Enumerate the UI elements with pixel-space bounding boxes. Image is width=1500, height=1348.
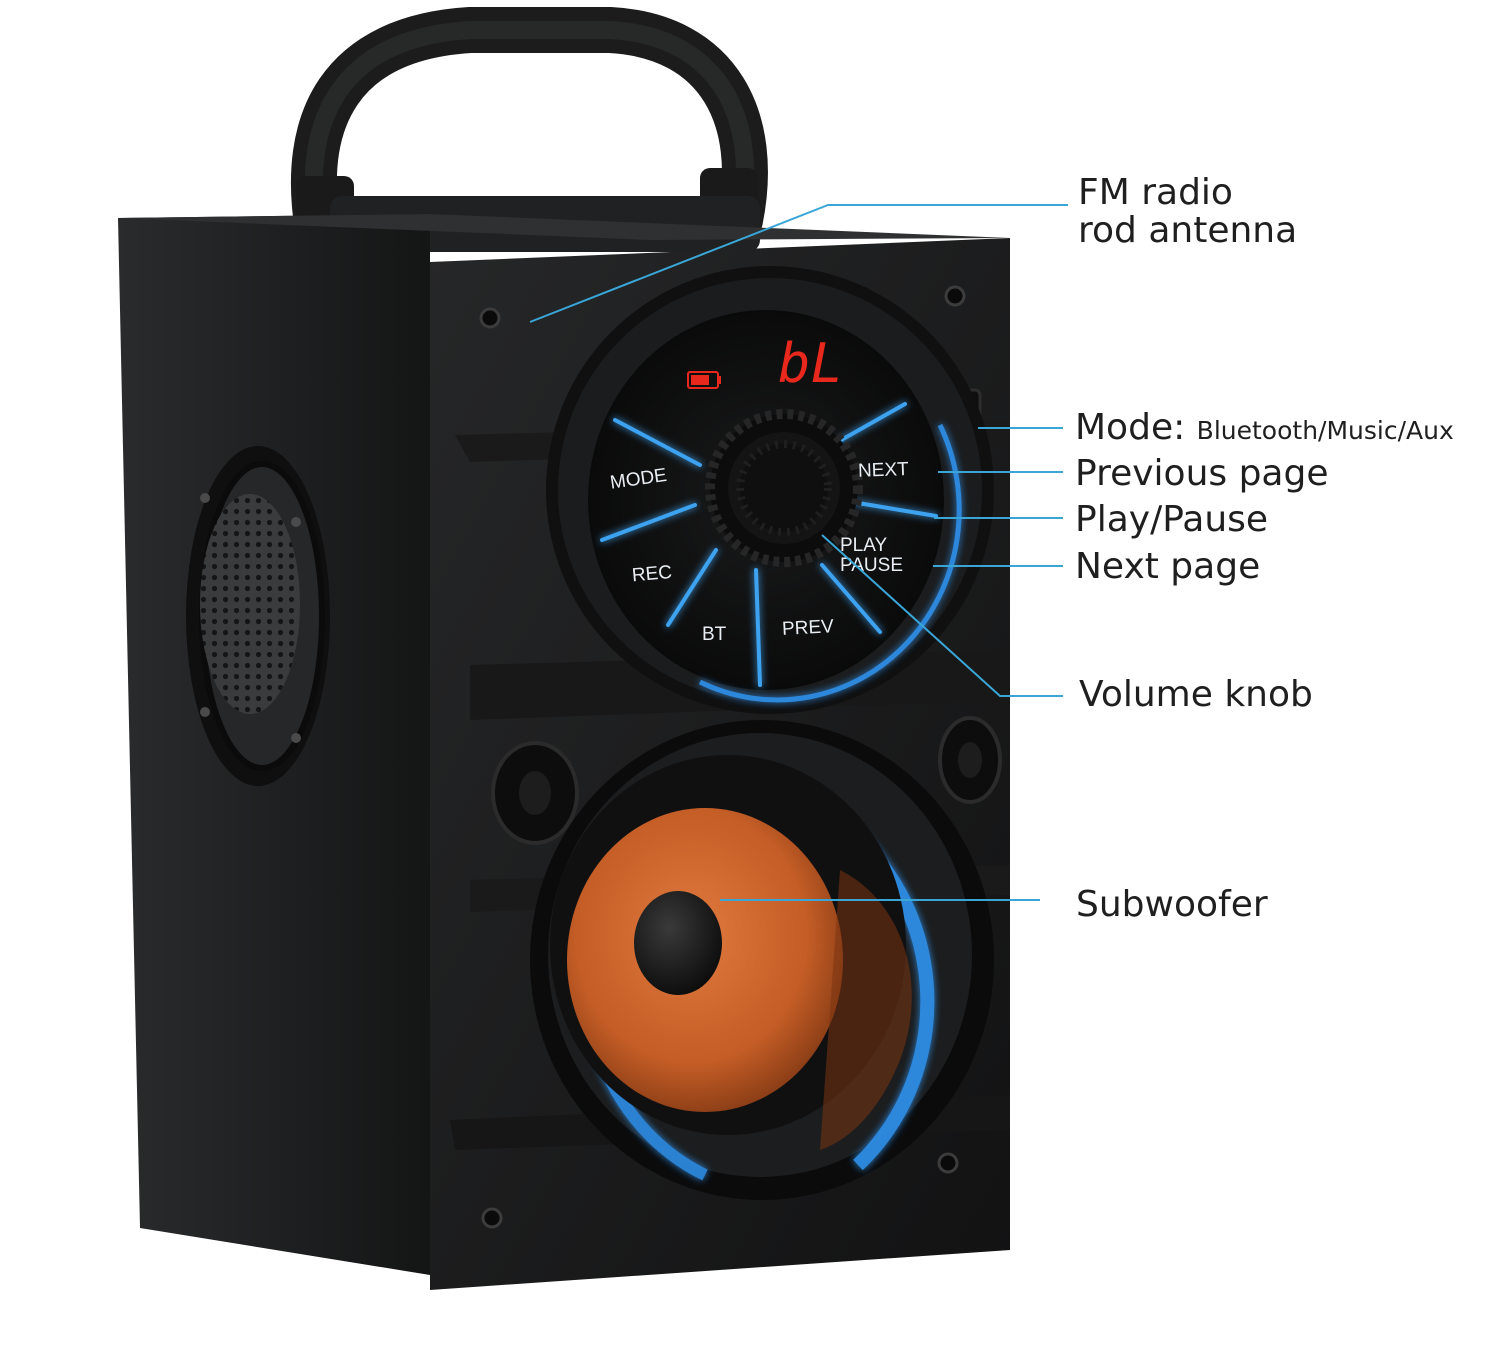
mode-callout-detail: Bluetooth/Music/Aux <box>1196 416 1454 445</box>
play-pause-callout: Play/Pause <box>1075 499 1269 540</box>
display-readout: bL <box>778 332 843 395</box>
volume-callout: Volume knob <box>1079 674 1313 715</box>
mode-callout-label: Mode: <box>1075 407 1186 448</box>
prev-button[interactable]: PREV <box>782 616 835 640</box>
next-callout: Next page <box>1075 546 1261 587</box>
pause-button[interactable]: PAUSE <box>840 555 903 576</box>
antenna-callout-line1: FM radio <box>1078 172 1233 213</box>
subwoofer <box>530 720 994 1200</box>
play-button[interactable]: PLAY <box>840 535 888 556</box>
next-button[interactable]: NEXT <box>858 459 910 482</box>
leader-lines <box>529 204 1068 901</box>
volume-knob[interactable] <box>705 409 863 567</box>
dust-cap <box>634 891 722 995</box>
antenna-callout: FM radio rod antenna <box>1078 174 1297 250</box>
bt-button[interactable]: BT <box>702 624 727 645</box>
port-knobs <box>491 716 1002 845</box>
led-display: bL <box>687 332 843 395</box>
leader-antenna <box>529 204 1068 323</box>
leader-volume <box>821 534 1063 697</box>
subwoofer-callout: Subwoofer <box>1076 884 1268 925</box>
rec-button[interactable]: REC <box>631 562 673 586</box>
control-panel: bL MODE REC BT PREV NEXT PLAY PAUSE <box>546 266 994 714</box>
previous-callout: Previous page <box>1075 453 1329 494</box>
antenna-callout-line2: rod antenna <box>1078 210 1298 251</box>
side-tweeter <box>186 446 330 786</box>
mode-callout: Mode: Bluetooth/Music/Aux <box>1075 409 1454 450</box>
